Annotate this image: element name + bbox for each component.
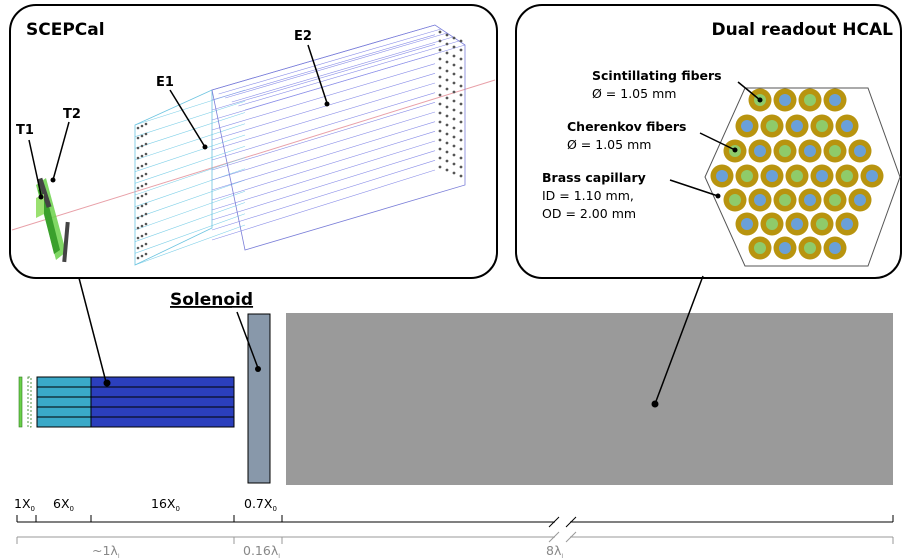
scint-fiber-diameter: Ø = 1.05 mm <box>592 86 676 101</box>
brass-capillary-od: OD = 2.00 mm <box>542 206 636 221</box>
brass-capillary-title: Brass capillary <box>542 170 646 185</box>
t2-leader <box>52 121 70 181</box>
scepcal-title: SCEPCal <box>26 20 105 40</box>
e1-label: E1 <box>156 75 174 90</box>
scale-016lambda: 0.16λI <box>243 543 280 559</box>
scale-07x0: 0.7X0 <box>244 496 277 513</box>
scint-fiber-title: Scintillating fibers <box>592 68 722 83</box>
e2-block <box>90 376 235 428</box>
t1-label: T1 <box>16 123 34 138</box>
e1-leader <box>169 89 206 148</box>
hcal-panel: Dual readout HCAL Scintillating fibers Ø… <box>515 4 902 279</box>
hcal-block <box>286 313 893 485</box>
e2-back-face <box>438 30 463 178</box>
timing-layers <box>36 177 70 263</box>
cher-fiber-diameter: Ø = 1.05 mm <box>567 137 651 152</box>
e2-label: E2 <box>294 29 312 44</box>
scale-8lambda: 8λI <box>546 543 563 559</box>
t1-leader <box>28 139 42 196</box>
solenoid-label: Solenoid <box>170 290 253 310</box>
hcal-title: Dual readout HCAL <box>711 20 893 40</box>
e1-block <box>36 376 92 428</box>
e1-front-face <box>136 122 148 260</box>
fiber-bundle <box>710 88 884 260</box>
detector-layout: Solenoid <box>18 275 893 485</box>
scale-1x0: 1X0 <box>14 496 35 513</box>
hexagon-module <box>704 87 901 267</box>
e2-segment <box>211 24 466 241</box>
radiation-length-scale: 1X0 6X0 16X0 0.7X0 <box>14 496 894 528</box>
scale-6x0: 6X0 <box>53 496 74 513</box>
timing-strip-2 <box>27 376 32 428</box>
cher-fiber-title: Cherenkov fibers <box>567 119 686 134</box>
scale-16x0: 16X0 <box>151 496 180 513</box>
interaction-length-scale: ~1λI 0.16λI 8λI <box>16 531 894 559</box>
solenoid-block <box>247 313 271 484</box>
scale-1lambda: ~1λI <box>92 543 120 559</box>
e2-leader <box>307 44 328 104</box>
timing-strip-1 <box>18 376 23 428</box>
e1-segment <box>134 89 246 266</box>
scepcal-panel: SCEPCal T1 T2 E1 E2 <box>9 4 498 279</box>
t2-label: T2 <box>63 107 81 122</box>
brass-capillary-id: ID = 1.10 mm, <box>542 188 634 203</box>
